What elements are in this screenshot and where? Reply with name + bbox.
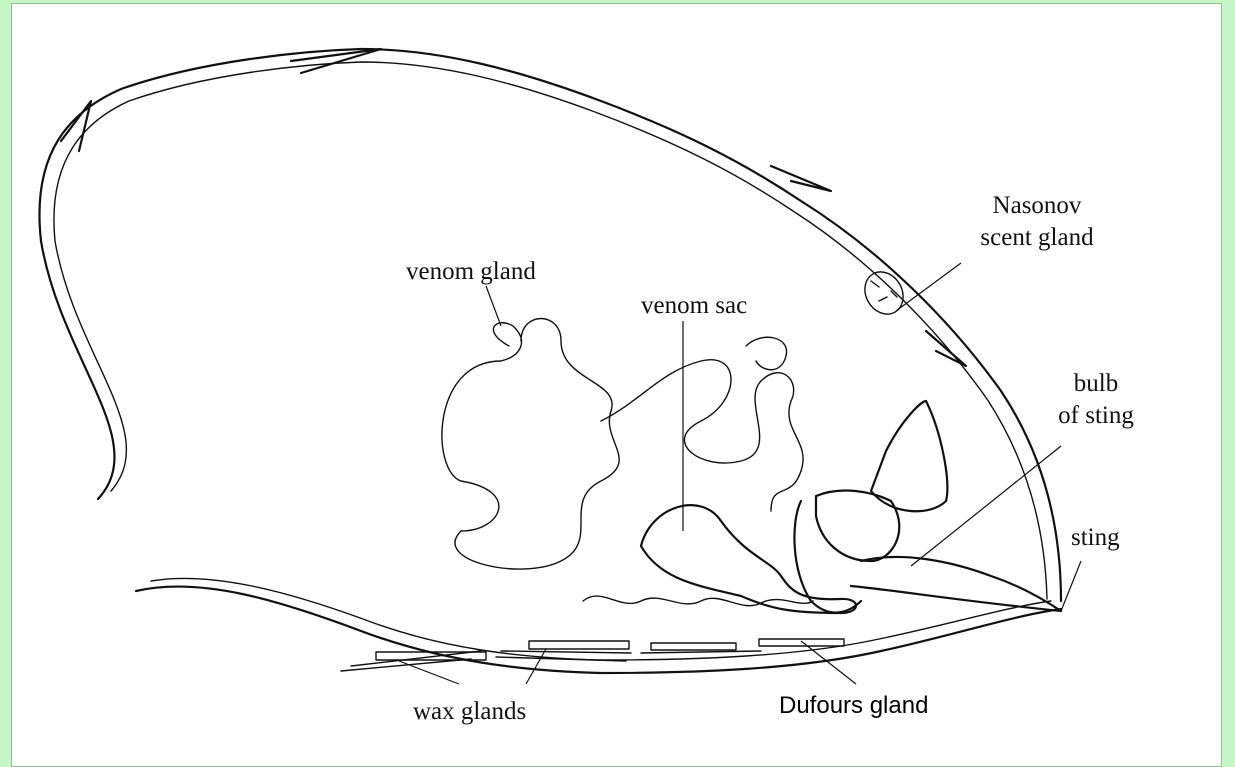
nasonov-gland [857, 265, 910, 321]
sting-apparatus [794, 401, 1061, 613]
label-nasonov-line1: Nasonov [993, 192, 1082, 219]
leader-sting [1061, 561, 1081, 611]
label-bulb-line2: of sting [1058, 402, 1134, 429]
ventral-body-wall [136, 578, 1061, 673]
leader-venom-gland [486, 286, 501, 326]
leader-lines [399, 263, 1081, 684]
dorsal-body-wall [39, 49, 1061, 601]
wax-gland-3 [651, 643, 736, 650]
wax-gland-2 [529, 641, 629, 649]
leader-wax-1 [399, 661, 459, 684]
label-dufours-gland: Dufours gland [779, 692, 928, 719]
label-wax-glands: wax glands [413, 698, 526, 725]
leader-wax-2 [526, 649, 546, 684]
label-venom-gland: venom gland [406, 258, 536, 285]
diagram-panel: Nasonov scent gland venom gland venom sa… [11, 3, 1222, 767]
label-venom-sac: venom sac [641, 292, 747, 319]
label-sting: sting [1071, 524, 1120, 551]
label-nasonov-line2: scent gland [980, 224, 1094, 251]
wax-gland-4 [759, 639, 844, 646]
label-bulb-line1: bulb [1074, 370, 1118, 397]
leader-bulb [911, 446, 1061, 566]
labels: Nasonov scent gland venom gland venom sa… [406, 192, 1134, 725]
venom-gland-tubule [442, 319, 813, 606]
bee-abdomen-diagram: Nasonov scent gland venom gland venom sa… [12, 4, 1222, 767]
venom-sac [641, 505, 856, 613]
